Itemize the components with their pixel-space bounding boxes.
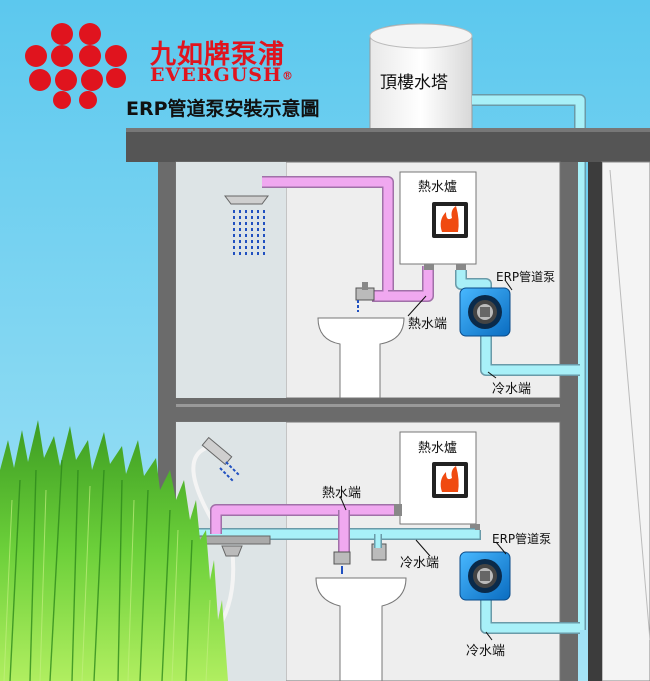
upper-flame-icon [432, 202, 468, 238]
upper-hot-water-label: 熱水端 [408, 317, 448, 332]
lower-faucet-icon [333, 534, 387, 574]
roof-tank-label: 頂樓水塔 [380, 73, 448, 93]
lower-sink-icon [315, 577, 407, 681]
diagram-title: ERP管道泵安裝示意圖 [126, 98, 320, 120]
upper-cold-water-label: 冷水端 [492, 382, 532, 397]
brand-logo [25, 23, 127, 109]
upper-cold-pipe [456, 270, 580, 375]
upper-sink-icon [317, 317, 405, 399]
adjacent-building [601, 161, 650, 681]
lower-pump-icon [459, 551, 511, 601]
upper-heater-label: 熱水爐 [418, 180, 458, 195]
roof-water-tank [369, 23, 473, 131]
cold-main-pipe [472, 95, 585, 630]
roof-slab [126, 128, 650, 162]
lower-cold-pipe [481, 600, 580, 633]
upper-hot-pipe [262, 177, 393, 301]
registered-mark: ® [281, 69, 294, 83]
lower-hot-water-label: 熱水端 [322, 486, 362, 501]
lower-cold-water-label-bottom: 冷水端 [466, 644, 506, 659]
upper-shower-head-icon [224, 195, 269, 258]
brand-name-en-text: EVERGUSH [150, 64, 282, 86]
upper-pump-icon [459, 287, 511, 337]
lower-pump-label: ERP管道泵 [492, 532, 552, 546]
lower-cold-water-label-mid: 冷水端 [400, 556, 440, 571]
brand-name-cn: 九如牌泵浦 [150, 40, 286, 70]
upper-pump-label: ERP管道泵 [496, 270, 556, 284]
brand-name-en: EVERGUSH® [150, 64, 294, 86]
grass-foreground [0, 420, 228, 681]
lower-heater-label: 熱水爐 [418, 441, 458, 456]
upper-faucet-icon [355, 282, 375, 312]
lower-flame-icon [432, 462, 468, 498]
